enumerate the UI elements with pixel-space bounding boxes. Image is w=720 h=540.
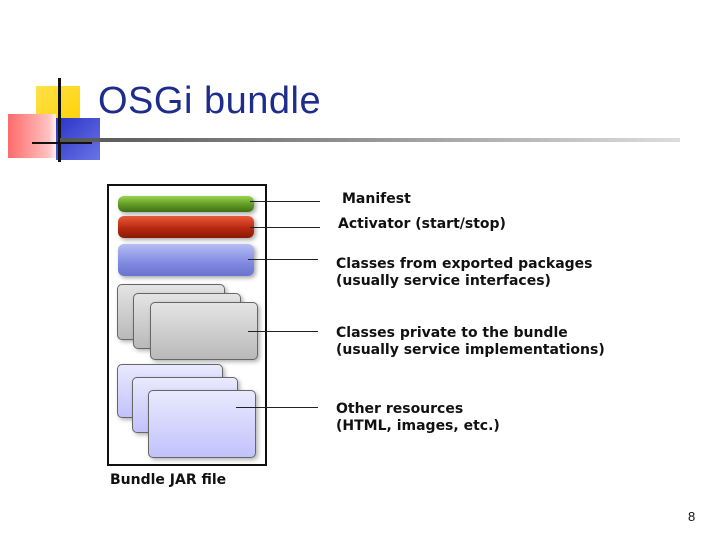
resources-label: Other resources (HTML, images, etc.) bbox=[336, 401, 500, 435]
logo-horizontal-line bbox=[32, 142, 92, 144]
logo-vertical-line bbox=[58, 78, 61, 162]
slide-logo bbox=[0, 70, 110, 170]
exported-label-line2: (usually service interfaces) bbox=[336, 273, 551, 289]
manifest-connector bbox=[250, 201, 320, 202]
private-label-line2: (usually service implementations) bbox=[336, 342, 605, 358]
page-number: 8 bbox=[688, 509, 696, 524]
resources-label-line1: Other resources bbox=[336, 401, 464, 417]
private-class-card bbox=[150, 302, 258, 360]
private-label-line1: Classes private to the bundle bbox=[336, 325, 568, 341]
exported-classes-bar bbox=[118, 244, 254, 276]
manifest-bar bbox=[118, 196, 254, 212]
activator-label: Activator (start/stop) bbox=[338, 216, 506, 232]
exported-label-line1: Classes from exported packages bbox=[336, 256, 593, 272]
exported-connector bbox=[248, 259, 318, 260]
activator-connector bbox=[250, 227, 320, 228]
resources-label-line2: (HTML, images, etc.) bbox=[336, 418, 500, 434]
bundle-jar-label: Bundle JAR file bbox=[110, 472, 227, 488]
logo-red-square bbox=[8, 114, 56, 158]
private-label: Classes private to the bundle (usually s… bbox=[336, 325, 605, 359]
slide-title: OSGi bundle bbox=[98, 80, 322, 122]
manifest-label: Manifest bbox=[342, 191, 411, 207]
title-underline bbox=[60, 138, 680, 142]
resources-connector bbox=[236, 407, 318, 408]
resource-card bbox=[148, 390, 256, 458]
private-connector bbox=[248, 331, 318, 332]
exported-label: Classes from exported packages (usually … bbox=[336, 256, 593, 290]
activator-bar bbox=[118, 216, 254, 238]
